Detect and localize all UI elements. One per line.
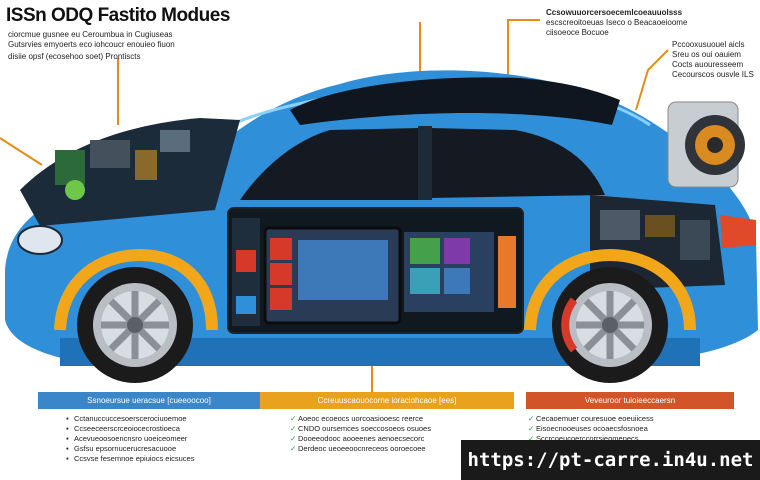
square-bullet-icon: ▪ <box>66 434 69 443</box>
square-bullet-icon: ▪ <box>66 444 69 453</box>
list-item-text: Ccseeceerscrceoiocecrostioeca <box>74 424 180 433</box>
check-mark-icon: ✓ <box>290 414 297 423</box>
list-item-text: Ccsvse fesemnoe epiuiocs eicsuces <box>74 454 195 463</box>
list-item-text: Cctanuccuccesoerscerociuoemoe <box>74 414 187 423</box>
engine-component-block <box>90 140 130 168</box>
roof-top <box>290 77 620 125</box>
dashboard-display <box>227 207 524 334</box>
check-mark-icon: ✓ <box>528 414 535 423</box>
list-item-text: Eisoecnooeuses ocoaecsfosnoea <box>536 424 648 433</box>
info-panel-center-list: ✓Aoeoc ecoeocs uorcoasiooesc reerce ✓CND… <box>260 409 514 454</box>
tail-light <box>720 215 756 248</box>
rear-component-b <box>645 215 675 237</box>
list-item: ✓Cecaoemuer couresuoe eoeuiicess <box>526 414 734 424</box>
check-mark-icon: ✓ <box>528 434 535 443</box>
dash-button-red <box>236 250 256 272</box>
door-pillar <box>418 126 432 200</box>
engine-bay <box>20 118 240 226</box>
list-item-text: Dooeeodooc aooeenes aenoecsecorc <box>298 434 425 443</box>
callout-side-right-line-1: Pccooxusuouel aicls <box>672 40 745 49</box>
callout-side-right-line-3: Cocts auouresseem <box>672 60 744 69</box>
watermark-url: https://pt-carre.in4u.net <box>461 440 760 480</box>
front-wheel <box>54 248 218 383</box>
list-item: ✓Dooeeodooc aooeenes aenoecsecorc <box>260 434 514 444</box>
callout-side-right-line-4: Cecourscos ousvle ILS <box>672 70 754 79</box>
list-item-text: Aoeoc ecoeocs uorcoasiooesc reerce <box>298 414 424 423</box>
info-panel-left-list: ▪ Cctanuccuccesoerscerociuoemoe ▪ Ccseecee… <box>38 409 260 464</box>
callout-side-right: Pccooxusuouel aicls Sreu os oui oauiem C… <box>672 40 754 80</box>
engine-component-gold <box>135 150 157 180</box>
list-item-text: Acevueoosoencnsro uoeiceomeer <box>74 434 188 443</box>
front-window <box>240 128 420 200</box>
check-mark-icon: ✓ <box>290 424 297 433</box>
list-item-text: Cecaoemuer couresuoe eoeuiicess <box>536 414 654 423</box>
callout-top-right: Ccsowuuorcersoecemlcoeauuolsss escscreoi… <box>546 8 687 38</box>
info-panel-center-header: Ccreuuscaouocorne ioraciohcaoe [ees] <box>260 392 514 409</box>
page-title: ISSn ODQ Fastito Modues <box>6 5 230 26</box>
engine-component-green <box>55 150 85 185</box>
info-panel-right-header: Veveuroor tuioieeccaersn <box>526 392 734 409</box>
check-mark-icon: ✓ <box>290 444 297 453</box>
info-panel-left: Ssnoeursue ueracsue [cueeoocoo] ▪ Cctanuc… <box>38 392 260 480</box>
brake-caliper <box>561 297 578 353</box>
square-bullet-icon: ▪ <box>66 424 69 433</box>
list-item-text: Sccrcoeucoerccorrsieomenecs <box>536 434 639 443</box>
header-line-1: ciorcmue gusnee eu Ceroumbua in Cugiusea… <box>8 30 173 39</box>
rear-component-c <box>680 220 710 260</box>
list-item: ▪ Cctanuccuccesoerscerociuoemoe <box>38 414 260 424</box>
info-panel-center: Ccreuuscaouocorne ioraciohcaoe [ees] ✓Ao… <box>260 392 514 480</box>
dash-button-blue <box>236 296 256 314</box>
info-panel-left-header: Ssnoeursue ueracsue [cueeoocoo] <box>38 392 260 409</box>
square-bullet-icon: ▪ <box>66 414 69 423</box>
callout-top-right-line-2: escscreoitoeuas Iseco o Beacaoeioome <box>546 18 688 27</box>
engine-component-light <box>65 180 85 200</box>
rear-wheel <box>524 248 696 383</box>
header-line-3: disiie opsf (ecosehoo soet) Prontiscts <box>8 52 141 61</box>
callout-top-right-line-1: Ccsowuuorcersoecemlcoeauuolsss <box>546 8 683 17</box>
callout-top-right-line-3: ciisoeoce Bocuoe <box>546 28 609 37</box>
list-item: ▪ Ccseeceerscrceoiocecrostioeca <box>38 424 260 434</box>
list-item: ✓Derdeoc ueoeeoocnreceos ooroecoee <box>260 444 514 454</box>
leader-line-left <box>0 137 43 166</box>
headlight <box>17 225 63 255</box>
engine-component-module <box>160 130 190 152</box>
list-item: ▪ Gsfsu epsornucerucresacuooe <box>38 444 260 454</box>
rear-window <box>430 128 605 198</box>
list-item-text: Gsfsu epsornucerucresacuooe <box>74 444 177 453</box>
check-mark-icon: ✓ <box>290 434 297 443</box>
list-item-text: CNDO oursemces soeccosoeos osuoes <box>298 424 431 433</box>
info-panel-right: Veveuroor tuioieeccaersn ✓Cecaoemuer cou… <box>526 392 734 480</box>
check-mark-icon: ✓ <box>528 424 535 433</box>
list-item-text: Derdeoc ueoeeoocnreceos ooroecoee <box>298 444 426 453</box>
list-item: ▪ Ccsvse fesemnoe epiuiocs eicsuces <box>38 454 260 464</box>
rear-component-a <box>600 210 640 240</box>
speaker-icon <box>667 101 745 188</box>
list-item: ✓Eisoecnooeuses ocoaecsfosnoea <box>526 424 734 434</box>
list-item: ▪ Acevueoosoencnsro uoeiceomeer <box>38 434 260 444</box>
list-item: ✓CNDO oursemces soeccosoeos osuoes <box>260 424 514 434</box>
header-line-2: Gutsrvies emyoerts eco iohcoucr enouieo … <box>8 40 175 49</box>
callout-side-right-line-2: Sreu os oui oauiem <box>672 50 741 59</box>
car-skirt <box>60 338 700 366</box>
list-item: ✓Sccrcoeucoerccorrsieomenecs <box>526 434 734 444</box>
info-panel-right-list: ✓Cecaoemuer couresuoe eoeuiicess ✓Eisoec… <box>526 409 734 444</box>
square-bullet-icon: ▪ <box>66 454 69 463</box>
leader-line-side-right <box>635 49 669 111</box>
list-item: ✓Aoeoc ecoeocs uorcoasiooesc reerce <box>260 414 514 424</box>
